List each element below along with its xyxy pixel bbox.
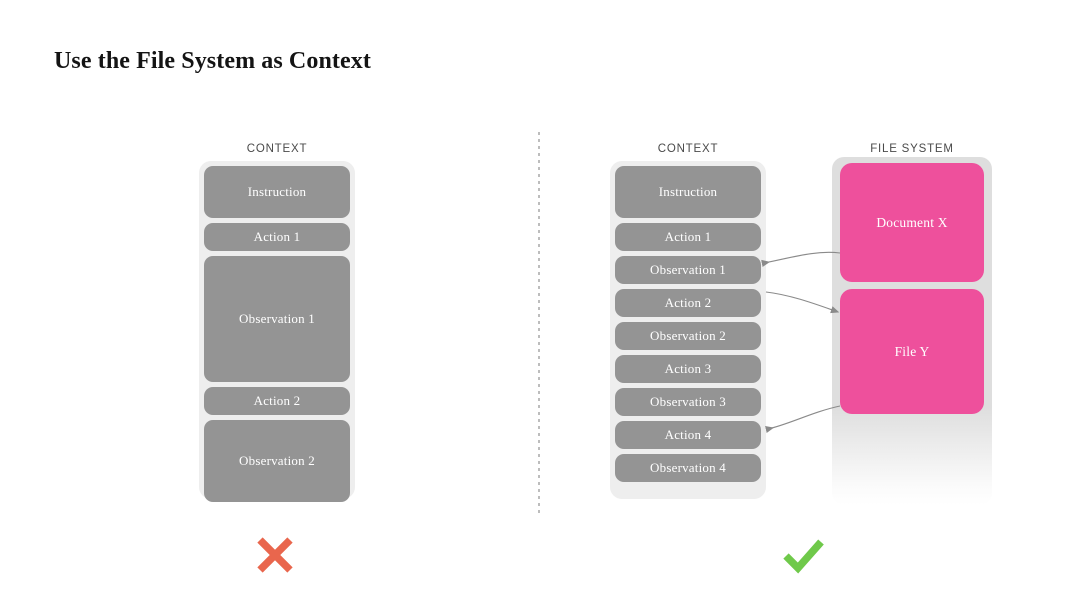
- left-block-action-2: Action 2: [204, 387, 350, 415]
- cross-icon: [257, 537, 293, 573]
- left-block-observation-2: Observation 2: [204, 420, 350, 502]
- left-block-action-1: Action 1: [204, 223, 350, 251]
- left-block-observation-1: Observation 1: [204, 256, 350, 382]
- right-block-observation-4: Observation 4: [615, 454, 761, 482]
- vertical-divider: [538, 132, 540, 517]
- right-block-action-2: Action 2: [615, 289, 761, 317]
- file-block-document-x: Document X: [840, 163, 984, 282]
- right-block-observation-2: Observation 2: [615, 322, 761, 350]
- right-block-instruction: Instruction: [615, 166, 761, 218]
- left-context-label: CONTEXT: [246, 143, 308, 155]
- arrow-file-y-to-action-4: [765, 405, 841, 434]
- right-block-action-1: Action 1: [615, 223, 761, 251]
- checkmark-icon: [783, 539, 824, 574]
- file-system-label: FILE SYSTEM: [870, 143, 954, 155]
- left-block-instruction: Instruction: [204, 166, 350, 218]
- right-block-observation-3: Observation 3: [615, 388, 761, 416]
- page-title: Use the File System as Context: [54, 48, 371, 74]
- right-block-action-4: Action 4: [615, 421, 761, 449]
- right-block-action-3: Action 3: [615, 355, 761, 383]
- arrow-action-2-to-file-y: [765, 291, 840, 314]
- right-block-observation-1: Observation 1: [615, 256, 761, 284]
- file-block-file-y: File Y: [840, 289, 984, 414]
- arrow-document-x-to-observation-1: [761, 251, 841, 267]
- right-context-label: CONTEXT: [657, 143, 719, 155]
